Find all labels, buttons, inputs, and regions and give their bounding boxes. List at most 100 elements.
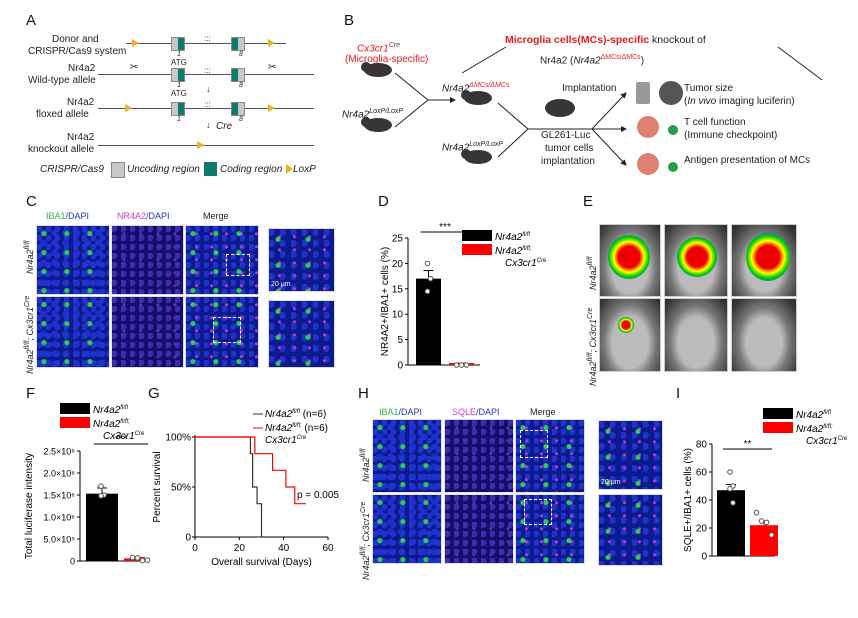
t: NR4A2 (117, 211, 147, 221)
sup: fl/fl (360, 448, 367, 458)
legend-crispr: CRISPR/Cas9 (40, 164, 104, 175)
exon-number: 8 (239, 51, 243, 58)
genotype: Nr4a2 (442, 142, 470, 154)
panel-label-i: I (676, 385, 681, 402)
ellipsis: ::: (204, 34, 211, 43)
gl261-label: tumor cells (545, 143, 594, 154)
chart-f: 05.0×10⁵1.0×10⁶1.5×10⁶2.0×10⁶2.5×10⁶Tota… (24, 403, 150, 567)
legend-ctrl: Nr4a2fl/fl (n=6) (265, 409, 326, 420)
exon-number: 1 (177, 82, 181, 89)
legend-swatch-ko (763, 422, 793, 433)
t: IBA1 (46, 211, 66, 221)
sup: Cre (24, 295, 31, 308)
y-axis-label: Total luciferase intensity (24, 453, 35, 559)
sup: Cre (587, 307, 594, 320)
significance-label: *** (439, 222, 451, 233)
luciferase-signal (677, 237, 717, 277)
outcome-t-cell-sub: (Immune checkpoint) (684, 130, 778, 141)
t: Nr4a2 (588, 361, 598, 386)
row-label: Wild-type allele (28, 75, 96, 86)
t: Nr4a2 (361, 457, 371, 482)
t: imaging luciferin) (716, 96, 795, 107)
data-point (424, 288, 431, 295)
luciferase-signal (618, 317, 634, 333)
cx3cr1-label: Cx3cr1 (357, 43, 389, 55)
luciferase-signal (608, 235, 650, 279)
title-red: Microglia cells(MCs)-specific (505, 34, 650, 46)
legend-ko: Nr4a2fl/fl; (495, 246, 532, 257)
ivis-image (731, 298, 797, 372)
y-tick-label: 10 (392, 310, 404, 321)
y-axis-label: SQLE+/IBA1+ cells (%) (683, 448, 694, 552)
microglia-specific-label: (Microglia-specific) (345, 54, 429, 65)
row-label: floxed allele (36, 109, 89, 120)
loxp-icon (268, 104, 275, 112)
donor-line (126, 43, 286, 44)
y-tick-label: 1.5×10⁶ (44, 491, 76, 501)
zoom-box (226, 254, 250, 276)
y-tick-label: 5 (397, 335, 403, 346)
legend-swatch-ko (60, 417, 90, 428)
ellipsis: ::: (204, 66, 211, 75)
uncoding-swatch (111, 162, 125, 178)
exon-1 (171, 37, 185, 51)
t: Nr4a2 (25, 349, 35, 374)
significance-label: *** (115, 434, 127, 445)
y-tick-label: 20 (696, 524, 708, 535)
image-merge-ctrl (515, 419, 585, 493)
data-point (458, 362, 465, 368)
image-iba1-ctrl (372, 419, 442, 493)
data-point (427, 275, 434, 282)
inset-ctrl: 20 μm (268, 228, 335, 292)
legend-coding: Coding region (220, 164, 283, 175)
y-tick-label: 20 (392, 259, 404, 270)
outcome-antigen: Antigen presentation of MCs (684, 155, 811, 166)
legend-ctrl: Nr4a2fl/fl (495, 232, 531, 243)
t: Nr4a2 (588, 265, 598, 290)
legend-uncoding: Uncoding region (127, 164, 200, 175)
sup: fl/fl (24, 340, 31, 350)
row-label: CRISPR/Cas9 system (28, 46, 127, 57)
legend-swatch-ctrl (763, 408, 793, 419)
atg-label: ATG (171, 89, 187, 98)
cre-label: Cre (216, 121, 233, 132)
x-axis-label: Overall survival (Days) (211, 557, 312, 568)
sup: fl/fl (360, 546, 367, 556)
data-point (768, 532, 775, 538)
t: Nr4a2 (361, 555, 371, 580)
t: In vivo (687, 96, 717, 107)
data-point (727, 469, 733, 475)
data-point (453, 362, 460, 368)
data-point (134, 555, 141, 561)
panel-label-a: A (26, 12, 37, 29)
t: Nr4a2 (25, 249, 35, 274)
inset-ctrl: 20 μm (598, 420, 663, 490)
y-tick-label: 5.0×10⁵ (43, 535, 75, 545)
title-rest: knockout of (649, 34, 706, 46)
t: ; Cx3cr1 (588, 319, 598, 353)
data-point (98, 493, 104, 499)
sup: ΔMCs/ΔMCs (469, 82, 510, 89)
exon-1 (171, 68, 185, 82)
sup: Cre (388, 42, 400, 49)
exon-number: 8 (239, 82, 243, 89)
panel-label-f: F (26, 385, 36, 402)
loxp-icon (132, 39, 139, 47)
y-tick-label: 0 (397, 361, 403, 372)
panel-label-e: E (583, 193, 594, 210)
exon-8 (231, 68, 245, 82)
exon-number: 1 (177, 51, 181, 58)
ivis-image (731, 224, 797, 297)
y-tick-label: 60 (696, 468, 708, 479)
loxp-icon (197, 141, 204, 149)
row-label: Nr4a2 (67, 97, 95, 108)
y-tick-label: 0 (185, 533, 191, 544)
legend-ko: Nr4a2fl/fl; (796, 424, 833, 435)
legend-ko-line2: Cx3cr1Cre (505, 258, 547, 269)
t: ; Cx3cr1 (25, 307, 35, 341)
image-iba1-ko (372, 494, 442, 564)
t: Nr4a2 ( (540, 55, 574, 67)
survival-curve (195, 436, 306, 505)
data-point (753, 509, 760, 516)
